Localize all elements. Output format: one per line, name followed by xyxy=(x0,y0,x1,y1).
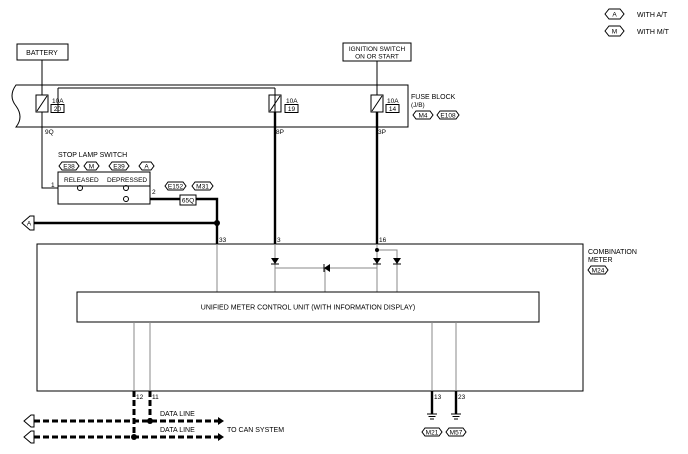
ground-m21-icon xyxy=(421,427,443,437)
stop-lamp-connector-1-tag: M xyxy=(89,164,94,171)
stop-lamp-connector-2-tag: A xyxy=(144,164,149,171)
fuse-20-number: 20 xyxy=(54,106,62,113)
offpage-connector-a: A xyxy=(21,215,220,244)
stop-lamp-connector-2: E39 xyxy=(113,164,125,171)
diode-1-icon xyxy=(271,258,279,264)
legend-m-hexagon-icon xyxy=(604,25,625,37)
ground-m57-icon xyxy=(445,427,467,437)
terminal-23: 23 xyxy=(458,394,466,401)
stop-lamp-connector-1: E38 xyxy=(63,164,75,171)
fuse-block-connector-2: E108 xyxy=(440,113,456,120)
stop-lamp-switch: STOP LAMP SWITCH E38 M E39 A RELEASED DE… xyxy=(41,152,156,205)
terminal-3p: 3P xyxy=(378,129,386,136)
data-line-label-1: DATA LINE xyxy=(160,411,195,418)
legend-a-hexagon-icon xyxy=(604,8,625,20)
fuse-block-sub: (J/B) xyxy=(411,102,425,109)
can-data-lines: DATA LINE DATA LINE TO CAN SYSTEM xyxy=(23,391,284,444)
combination-meter-title-1: COMBINATION xyxy=(588,249,637,256)
legend-a-text: WITH A/T xyxy=(637,12,668,19)
grounds: M21 M57 xyxy=(421,391,467,437)
ground-m57-label: M57 xyxy=(450,430,463,437)
splice-code: 65Q xyxy=(182,198,194,205)
terminal-9q: 9Q xyxy=(45,129,54,136)
fuse-19-number: 19 xyxy=(288,106,296,113)
terminal-8p: 8P xyxy=(276,129,284,136)
battery-label: BATTERY xyxy=(26,50,58,57)
splice-connector-2: M31 xyxy=(196,184,209,191)
stop-lamp-depressed: DEPRESSED xyxy=(107,177,147,184)
diode-4-icon xyxy=(324,264,330,272)
data-line-label-2: DATA LINE xyxy=(160,427,195,434)
offpage-a-label: A xyxy=(27,221,32,228)
stop-lamp-switch-title: STOP LAMP SWITCH xyxy=(58,152,127,159)
terminal-16: 16 xyxy=(379,237,387,244)
terminal-33: 33 xyxy=(219,237,227,244)
stop-lamp-released: RELEASED xyxy=(64,177,99,184)
data-line-arrow-right-1-icon xyxy=(218,417,224,425)
combination-meter: COMBINATION METER M24 33 3 16 UNIFIED ME… xyxy=(36,112,637,401)
data-line-arrow-right-2-icon xyxy=(218,433,224,441)
terminal-12: 12 xyxy=(136,394,144,401)
splice-connector: E152 M31 65Q xyxy=(150,181,219,224)
control-unit-label: UNIFIED METER CONTROL UNIT (WITH INFORMA… xyxy=(201,305,415,312)
combination-meter-title-2: METER xyxy=(588,257,613,264)
fuse-14-number: 14 xyxy=(389,106,397,113)
terminal-11: 11 xyxy=(152,394,159,401)
fuse-block: 10A 20 9Q 10A 19 8P 10A 14 3P FUSE BLOCK… xyxy=(11,84,460,185)
stop-lamp-pin-1: 1 xyxy=(51,182,55,189)
ignition-line1: IGNITION SWITCH xyxy=(349,46,406,53)
legend: A WITH A/T M WITH M/T xyxy=(604,8,670,37)
released-contact-icon xyxy=(77,185,83,191)
control-unit-box xyxy=(76,291,540,323)
data-line-arrow-left-1-icon xyxy=(23,414,35,428)
fuse-14-rating: 10A xyxy=(387,98,399,105)
stop-lamp-pin-2: 2 xyxy=(152,189,156,196)
diode-3-icon xyxy=(393,258,401,264)
terminal-3: 3 xyxy=(277,237,281,244)
data-line-arrow-left-2-icon xyxy=(23,430,35,444)
battery-source: BATTERY xyxy=(16,43,69,95)
fuse-20-rating: 10A xyxy=(52,98,64,105)
fuse-19-rating: 10A xyxy=(286,98,298,105)
splice-connector-1: E152 xyxy=(168,184,184,191)
legend-m-tag: M xyxy=(612,29,617,36)
ignition-line2: ON OR START xyxy=(355,54,399,61)
terminal-13: 13 xyxy=(434,394,442,401)
diode-2-icon xyxy=(373,258,381,264)
fuse-block-title: FUSE BLOCK xyxy=(411,94,456,101)
depressed-contact-icon xyxy=(123,185,129,191)
combination-meter-connector: M24 xyxy=(592,268,605,275)
legend-a-tag: A xyxy=(612,12,617,19)
ground-m21-label: M21 xyxy=(426,430,439,437)
ignition-switch-source: IGNITION SWITCH ON OR START xyxy=(342,42,412,95)
to-can-system-label: TO CAN SYSTEM xyxy=(227,427,284,434)
fuse-block-connector-1: M4 xyxy=(418,113,427,120)
legend-m-text: WITH M/T xyxy=(637,29,670,36)
